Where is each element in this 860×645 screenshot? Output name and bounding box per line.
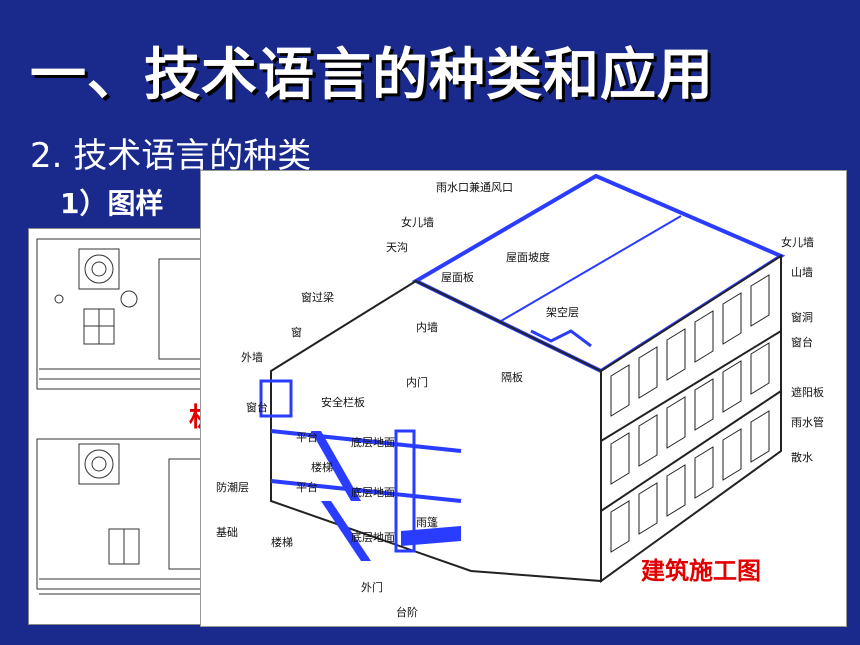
window-pane (666, 396, 686, 449)
window-pane (610, 500, 630, 553)
floor-line (600, 330, 782, 442)
labels-group: 雨水口兼通风口女儿墙天沟屋面坡度女儿墙山墙屋面板窗过梁架空层窗洞窗内墙窗台外墙内… (216, 181, 824, 619)
window-pane (610, 364, 630, 417)
window-pane (694, 446, 714, 499)
window-pane (722, 292, 742, 345)
drawing-label: 屋面板 (441, 270, 474, 284)
drawing-label: 屋面坡度 (506, 250, 550, 264)
mechanical-drawing-image: 机 (28, 228, 220, 625)
drawing-label: 架空层 (546, 305, 579, 319)
window-pane (750, 342, 770, 395)
drawing-label: 窗台 (246, 400, 268, 414)
parapet-zigzag (530, 329, 592, 348)
window-pane (694, 310, 714, 363)
drawing-label: 底层地面 (351, 485, 395, 499)
drawing-label: 女儿墙 (781, 235, 814, 249)
window-pane (638, 414, 658, 467)
drawing-label: 防潮层 (216, 480, 249, 494)
drawing-label: 窗 (291, 325, 302, 339)
window-pane (694, 378, 714, 431)
drawing-label: 隔板 (501, 370, 523, 384)
drawing-label: 基础 (216, 526, 238, 539)
floor-line (600, 390, 782, 512)
subtitle: 2. 技术语言的种类 (30, 136, 312, 176)
drawing-label: 底层地面 (351, 435, 395, 449)
drawing-label: 雨篷 (416, 515, 438, 529)
drawing-label: 雨水管 (791, 415, 824, 429)
drawing-label: 雨水口兼通风口 (436, 181, 513, 194)
drawing-label: 天沟 (386, 241, 408, 254)
building-drawing-svg: 雨水口兼通风口女儿墙天沟屋面坡度女儿墙山墙屋面板窗过梁架空层窗洞窗内墙窗台外墙内… (216, 173, 824, 619)
window-pane (750, 274, 770, 327)
drawing-label: 内门 (406, 375, 428, 389)
subheading: 1）图样 (60, 187, 164, 220)
windows-group (610, 274, 770, 553)
window-pane (722, 428, 742, 481)
construction-drawing-image: 雨水口兼通风口女儿墙天沟屋面坡度女儿墙山墙屋面板窗过梁架空层窗洞窗内墙窗台外墙内… (200, 170, 847, 627)
drawing-label: 女儿墙 (401, 215, 434, 229)
window-pane (638, 346, 658, 399)
drawing-label: 楼梯 (271, 535, 293, 549)
drawing-label: 窗洞 (791, 310, 813, 324)
canopy (401, 526, 461, 546)
drawing-label: 平台 (296, 480, 318, 494)
drawing-label: 台阶 (396, 605, 418, 619)
drawing-label: 窗台 (791, 335, 813, 349)
drawing-label: 山墙 (791, 265, 813, 279)
window-pane (666, 464, 686, 517)
drawing-label: 底层地面 (351, 530, 395, 544)
drawing-label: 遮阳板 (791, 385, 824, 399)
slide-title: 一、技术语言的种类和应用 (30, 43, 714, 108)
stair (311, 431, 361, 501)
window-pane (666, 328, 686, 381)
drawing-label: 平台 (296, 430, 318, 444)
window-pane (722, 360, 742, 413)
roof-line (500, 215, 682, 322)
slab-line (270, 479, 462, 503)
drawing-label: 内墙 (416, 320, 438, 334)
window (259, 379, 293, 418)
main-caption: 建筑施工图 (641, 557, 761, 585)
slab-line (270, 429, 462, 453)
drawing-label: 窗过梁 (301, 290, 334, 304)
pipe (394, 429, 416, 553)
drawing-label: 安全栏板 (321, 395, 365, 409)
drawing-label: 散水 (791, 450, 813, 464)
window-pane (610, 432, 630, 485)
drawing-label: 楼梯 (311, 460, 333, 474)
window-pane (638, 482, 658, 535)
drawing-label: 外门 (361, 580, 383, 594)
stair (321, 501, 371, 561)
drawing-label: 外墙 (241, 350, 263, 364)
section-outline (270, 279, 602, 583)
window-pane (750, 410, 770, 463)
